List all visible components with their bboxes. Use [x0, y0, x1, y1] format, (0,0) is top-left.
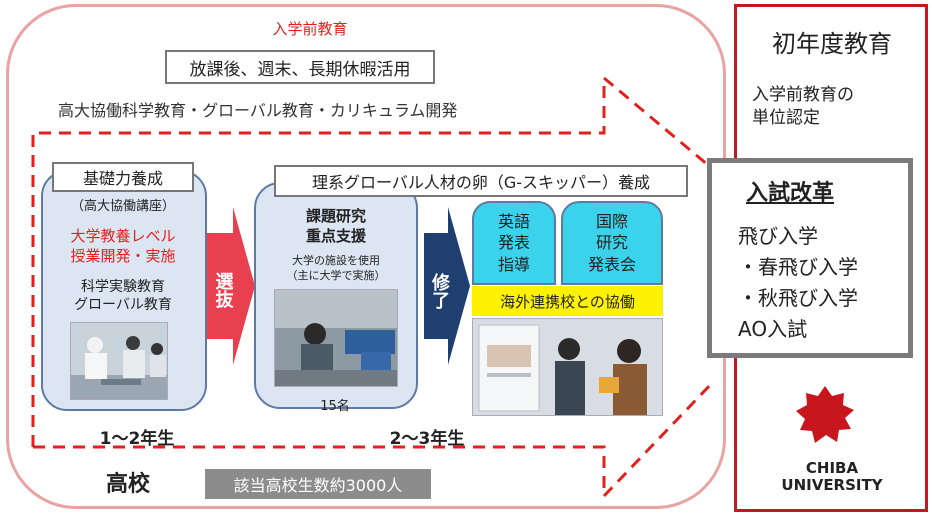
exam-reform-title: 入試改革 — [746, 181, 835, 206]
research-note-line-1: 大学の施設を使用 — [292, 254, 380, 267]
english-line-1: 英語 — [497, 211, 530, 231]
red-line-1: 大学教養レベル — [70, 227, 176, 245]
after-school-box: 放課後、週末、長期休暇活用 — [165, 50, 435, 84]
research-note: 大学の施設を使用 （主に大学で実施） — [264, 254, 408, 284]
student-count-banner: 該当高校生数約3000人 — [205, 469, 431, 499]
english-line-3: 指導 — [497, 254, 530, 274]
english-presentation-box: 英語 発表 指導 — [472, 201, 556, 285]
pre-admission-title: 入学前教育 — [272, 20, 348, 38]
sci-line-1: 科学実験教育 — [81, 279, 165, 295]
exam-item: 飛び入学 — [738, 224, 818, 248]
intl-line-1: 国際 — [595, 211, 628, 231]
credit-line-1: 入学前教育の — [752, 85, 854, 105]
university-name-line-2: UNIVERSITY — [781, 476, 883, 495]
research-title-line-1: 課題研究 — [305, 207, 366, 225]
red-line-2: 授業開発・実施 — [70, 247, 176, 266]
global-program-title: 理系グローバル人材の卵（G-スキッパー）養成 — [274, 165, 688, 197]
overseas-partner-banner: 海外連携校との協働 — [472, 286, 663, 316]
english-line-2: 発表 — [497, 233, 530, 253]
selection-arrow — [207, 207, 255, 365]
exam-item: ・春飛び入学 — [738, 255, 858, 279]
science-global-text: 科学実験教育 グローバル教育 — [48, 278, 198, 314]
intl-conference-box: 国際 研究 発表会 — [561, 201, 663, 285]
university-level-text: 大学教養レベル 授業開発・実施 — [48, 226, 198, 267]
participant-count: 15名 — [320, 399, 350, 414]
credit-recognition: 入学前教育の 単位認定 — [752, 84, 912, 130]
university-name: CHIBA UNIVERSITY — [752, 459, 912, 495]
research-title: 課題研究 重点支援 — [264, 206, 408, 247]
sci-line-2: グローバル教育 — [74, 297, 172, 314]
intl-line-3: 発表会 — [587, 254, 636, 274]
poster-session-photo — [472, 318, 663, 416]
research-title-line-2: 重点支援 — [305, 227, 366, 246]
exam-item: AO入試 — [738, 317, 808, 341]
intl-line-2: 研究 — [595, 233, 628, 253]
research-photo — [274, 289, 398, 387]
exam-item: ・秋飛び入学 — [738, 286, 858, 310]
basic-skills-subtitle: （高大協働講座） — [70, 199, 175, 214]
entrance-exam-reform-box: 入試改革 飛び入学 ・春飛び入学 ・秋飛び入学 AO入試 — [707, 158, 913, 358]
research-note-line-2: （主に大学で実施） — [286, 268, 386, 282]
basic-skills-title: 基礎力養成 — [52, 162, 194, 192]
selection-label: 選抜 — [209, 255, 237, 325]
collab-education-line: 高大協働科学教育・グローバル教育・カリキュラム開発 — [58, 101, 458, 120]
completion-label-text: 修了 — [429, 273, 450, 309]
completion-arrow — [424, 207, 470, 365]
grade-1-2-label: 1～2年生 — [99, 429, 175, 449]
first-year-education: 初年度教育 — [772, 30, 892, 58]
high-school-label: 高校 — [105, 472, 150, 497]
completion-label: 修了 — [425, 258, 453, 324]
lab-class-photo — [70, 322, 168, 400]
selection-label-text: 選抜 — [212, 272, 234, 308]
grade-2-3-label: 2～3年生 — [389, 429, 465, 449]
chiba-university-logo-icon — [796, 386, 854, 443]
credit-line-2: 単位認定 — [752, 107, 820, 128]
university-name-line-1: CHIBA — [805, 459, 859, 477]
